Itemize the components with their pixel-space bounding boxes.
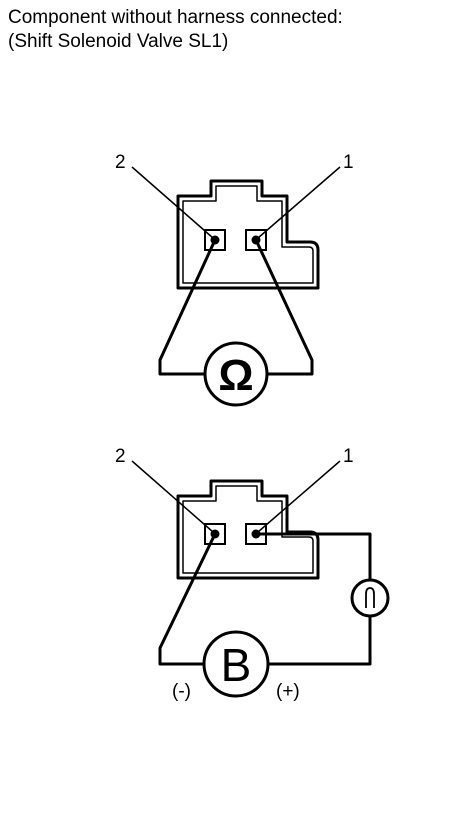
ohm-symbol: Ω bbox=[218, 351, 253, 400]
terminal-2-leader-2 bbox=[131, 460, 214, 533]
diagram-caption: Component without harness connected: (Sh… bbox=[8, 6, 468, 54]
terminal-2-label-2: 2 bbox=[115, 446, 126, 467]
battery-body bbox=[202, 630, 270, 698]
positive-polarity-label: (+) bbox=[276, 681, 300, 702]
terminal-2-leader bbox=[131, 166, 214, 239]
connector-housing-outer bbox=[176, 179, 320, 290]
test-lamp-icon bbox=[350, 578, 390, 618]
ohmmeter-lead-negative bbox=[158, 239, 217, 376]
battery-diagram: 2 1 B (-) (+) bbox=[115, 446, 390, 702]
negative-polarity-label: (-) bbox=[172, 681, 191, 702]
ohmmeter-diagram: 2 1 Ω bbox=[115, 152, 354, 407]
battery-symbol: B bbox=[221, 639, 252, 691]
battery-lead-negative bbox=[158, 533, 217, 666]
caption-line-2: (Shift Solenoid Valve SL1) bbox=[8, 31, 229, 52]
ohmmeter-lead-positive bbox=[254, 239, 314, 376]
battery-lead-return bbox=[268, 616, 372, 666]
terminal-1-leader-2 bbox=[257, 460, 341, 533]
connector-housing-inner bbox=[182, 185, 314, 284]
connector-housing-inner-2 bbox=[182, 485, 314, 574]
terminal-2-label: 2 bbox=[115, 152, 126, 173]
ohmmeter-body bbox=[203, 341, 269, 407]
battery-lead-positive bbox=[256, 532, 372, 580]
terminal-1-leader bbox=[257, 166, 341, 239]
terminal-1-label: 1 bbox=[343, 152, 354, 173]
terminal-1-label-2: 1 bbox=[343, 446, 354, 467]
caption-line-1: Component without harness connected: bbox=[8, 7, 343, 28]
